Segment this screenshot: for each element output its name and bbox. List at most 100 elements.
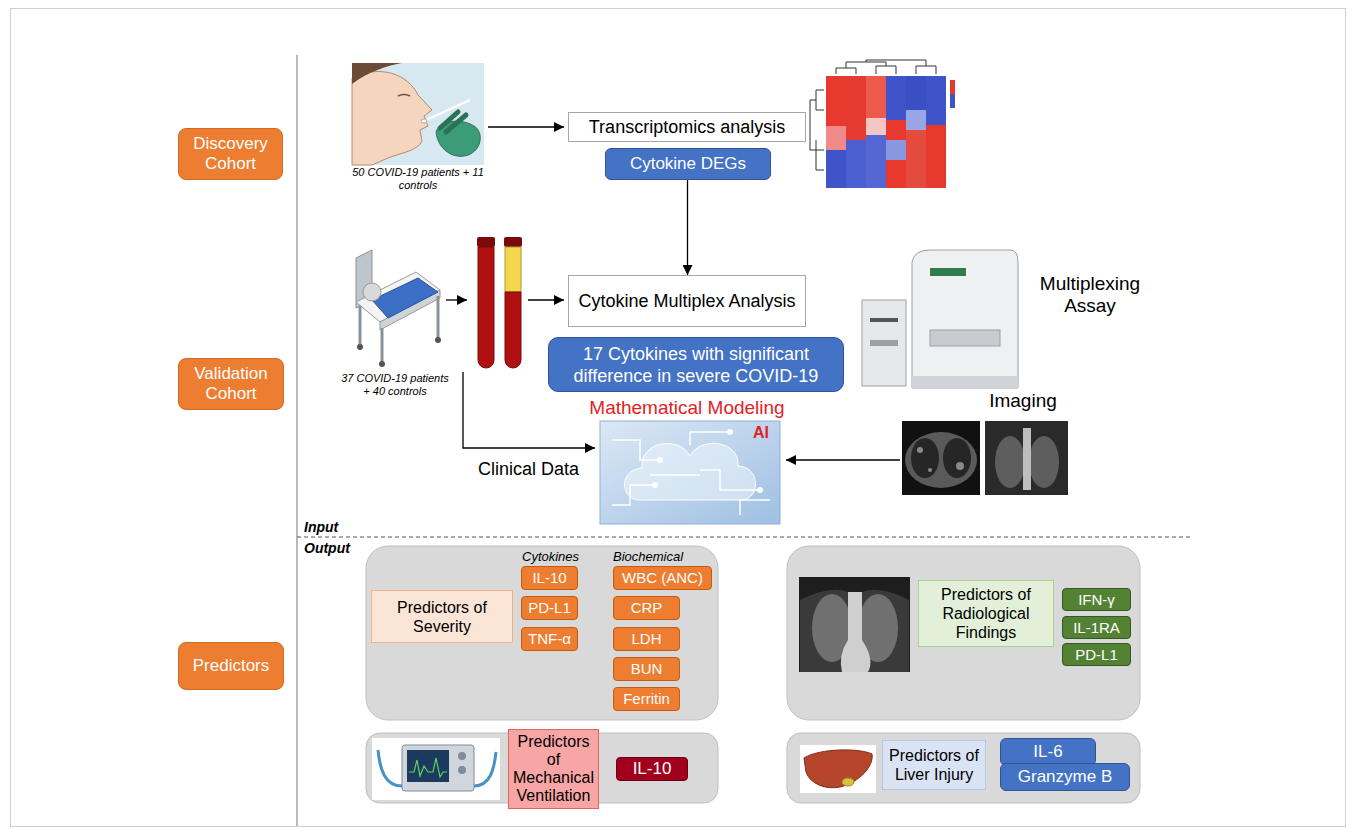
- box-label: Predictors of Radiological Findings: [922, 585, 1050, 642]
- result-box: Cytokine DEGs: [605, 148, 771, 180]
- ventilator-image: [372, 738, 500, 800]
- blood-tubes: [477, 237, 522, 368]
- heat-key: [950, 94, 955, 108]
- node-text-group: Ferritin: [617, 690, 676, 708]
- arrow: [528, 299, 564, 300]
- heat-cell: [866, 76, 886, 118]
- box-label: 17 Cytokines with significant difference…: [557, 343, 835, 387]
- node-text-group: IFN-γ: [1066, 591, 1127, 609]
- box-label: Cytokine Multiplex Analysis: [575, 291, 799, 312]
- marker-box: PD-L1: [1062, 643, 1131, 666]
- plasma: [505, 247, 521, 292]
- wheel: [435, 337, 441, 343]
- separator-line: [296, 55, 297, 826]
- column-heading: Cytokines: [522, 549, 602, 564]
- heatmap-image: [810, 60, 955, 188]
- circuit-dot: [652, 482, 658, 488]
- marker-box: WBC (ANC): [613, 566, 712, 590]
- machine-unit: [862, 300, 906, 386]
- eye: [398, 95, 410, 97]
- face: [352, 72, 432, 165]
- node-text-group: IL-1RA: [1066, 619, 1127, 637]
- heat-cell: [826, 76, 846, 126]
- marker-box: BUN: [613, 657, 680, 681]
- node-text-group: Predictors of Liver Injury: [886, 746, 982, 784]
- predictor-box: Predictors of Liver Injury: [882, 740, 986, 790]
- box-label: IL-10: [620, 759, 684, 779]
- node-text-group: PD-L1: [1066, 646, 1127, 664]
- heat-cell: [886, 160, 906, 188]
- box-label: IL-1RA: [1066, 619, 1127, 637]
- chest: [905, 432, 977, 488]
- cohort-box: Predictors: [178, 642, 284, 690]
- box-label: Transcriptomics analysis: [575, 117, 799, 138]
- spine: [1023, 428, 1031, 490]
- patient-bed-illustration: [356, 250, 441, 367]
- multiplex-machine: [862, 250, 1018, 388]
- connector-arrow: [687, 180, 688, 275]
- arrow: [488, 126, 564, 127]
- output-panel: [787, 733, 1140, 803]
- node-text-group: PD-L1: [525, 599, 574, 617]
- process-box: Transcriptomics analysis: [568, 112, 806, 142]
- node-text-group: IL-10: [620, 759, 684, 779]
- dendrogram: [836, 60, 936, 74]
- node-text-group: Predictors: [183, 656, 279, 676]
- heat-cell: [926, 125, 946, 188]
- tubing: [378, 750, 496, 786]
- waveform: [409, 758, 447, 777]
- node-text-group: Validation Cohort: [183, 364, 279, 404]
- knob: [458, 766, 466, 774]
- cohort-caption: 37 COVID-19 patients + 40 controls: [340, 372, 450, 398]
- result-box: 17 Cytokines with significant difference…: [548, 337, 844, 392]
- ventilator-body: [402, 745, 474, 791]
- liver-image: [800, 745, 876, 793]
- dashed-divider: [297, 537, 1192, 538]
- tube: [478, 247, 494, 368]
- wheel: [357, 344, 363, 350]
- heat-cell: [866, 135, 886, 188]
- cloud-shape: [625, 443, 756, 500]
- circuit-dot: [727, 429, 733, 435]
- box-label: Predictors of Severity: [375, 598, 509, 636]
- node-text-group: 17 Cytokines with significant difference…: [557, 343, 835, 387]
- marker-box: Ferritin: [613, 687, 680, 711]
- node-text-group: Cytokine DEGs: [612, 154, 764, 174]
- node-text-group: Predictors of Severity: [375, 598, 509, 636]
- section-label: Output: [304, 540, 374, 556]
- heat-cell: [886, 120, 906, 140]
- marker-box: Granzyme B: [1000, 763, 1130, 791]
- xray-image: [985, 421, 1068, 495]
- process-box: Cytokine Multiplex Analysis: [568, 275, 806, 327]
- heat-cell: [906, 76, 926, 110]
- lung: [943, 438, 971, 478]
- box-label: Ferritin: [617, 690, 676, 708]
- tube-cap: [477, 237, 495, 247]
- box-label: IL-10: [525, 569, 574, 587]
- machine-detail: [870, 340, 898, 346]
- image-ground: [985, 421, 1068, 495]
- predictor-box: Predictors of Severity: [371, 590, 513, 643]
- node-text-group: Cytokine Multiplex Analysis: [575, 291, 799, 312]
- box-label: Predictors: [183, 656, 279, 676]
- marker-box: PD-L1: [521, 596, 578, 620]
- marker-box: IL-1RA: [1062, 616, 1131, 639]
- opacity: [956, 462, 964, 470]
- heat-cell: [846, 140, 866, 188]
- bed-leg: [381, 328, 384, 362]
- box-label: IFN-γ: [1066, 591, 1127, 609]
- knob: [458, 752, 466, 760]
- circuit-lines: [612, 432, 770, 515]
- marker-box: TNF-α: [521, 627, 578, 651]
- node-text-group: LDH: [617, 630, 676, 648]
- node-text-group: Predictors of Radiological Findings: [922, 585, 1050, 642]
- box-label: Predictors of Mechanical Ventilation: [512, 733, 595, 805]
- heat-cell: [886, 76, 906, 120]
- swab-tip: [421, 119, 427, 123]
- hair: [352, 63, 402, 84]
- ct-scan-image: [902, 421, 980, 495]
- box-label: Discovery Cohort: [183, 134, 278, 174]
- predictor-box: Predictors of Radiological Findings: [918, 580, 1054, 647]
- machine-detail: [870, 318, 898, 322]
